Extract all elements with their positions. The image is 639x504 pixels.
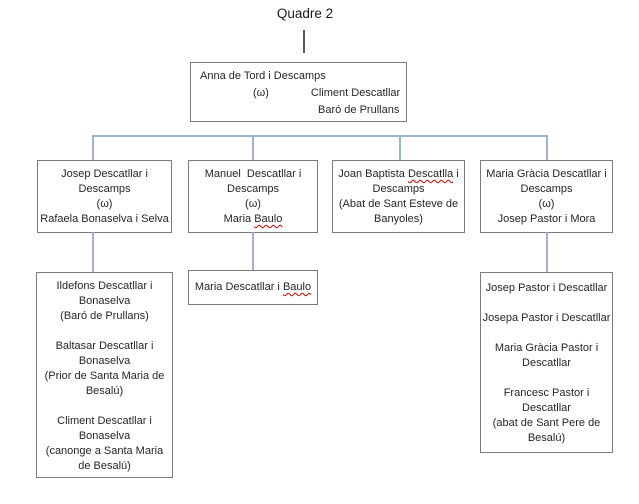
person-box-josep-descatllar: Josep Descatllar i Descamps (ω) Rafaela … [37, 160, 172, 233]
person-box-maria-gracia: Maria Gràcia Descatllar i Descamps (ω) J… [480, 160, 613, 233]
marriage-symbol: (ω) [538, 198, 555, 210]
person-name-part: Joan Baptista [338, 168, 408, 180]
blank-line [481, 296, 612, 311]
spouse-name: Rafaela Bonaselva i Selva [40, 213, 169, 225]
child-name: Josepa Pastor i Descatllar [482, 312, 611, 324]
person-name: Josep Descatllar i [61, 168, 148, 180]
misspelled-word: Baulo [282, 281, 312, 293]
child-title: (canonge a Santa Maria [45, 445, 164, 457]
child-title: (Prior de Santa Maria de [44, 370, 165, 382]
child-name: Maria Gràcia Pastor i [494, 342, 599, 354]
person-name: Joan Baptista Descatlla i [333, 167, 464, 182]
child-surname: Bonaselva [78, 430, 131, 442]
blank-line [37, 324, 172, 339]
child-name: Francesc Pastor i [503, 387, 590, 399]
person-name: Anna de Tord i Descamps [200, 70, 326, 82]
connector-drop-maria-gracia [546, 135, 548, 160]
connector-manuel-children [252, 232, 254, 270]
connector-josep-children [92, 232, 94, 272]
child-title-cont: Besalú) [85, 385, 124, 397]
person-name-part: i [453, 168, 459, 180]
person-surname: Descamps [227, 183, 279, 195]
misspelled-word: Descatlla [407, 168, 454, 180]
person-surname: Descamps [78, 183, 131, 195]
spouse-title: Baró de Prullans [318, 104, 400, 116]
child-surname: Bonaselva [78, 355, 131, 367]
child-name: Climent Descatllar i [57, 415, 152, 427]
person-name: Maria Descatllar i Baulo [189, 280, 317, 295]
child-title-cont: de Besalú) [78, 460, 131, 472]
spouse-name-part: Maria [223, 213, 255, 225]
connector-maria-gracia-children [546, 232, 548, 272]
child-surname: Descatllar [522, 402, 571, 414]
connector-drop-manuel [252, 135, 254, 160]
person-surname: Descamps [372, 183, 425, 195]
person-title-cont: Banyoles) [374, 213, 423, 225]
blank-line [37, 399, 172, 414]
spouse-name: Josep Pastor i Mora [497, 213, 596, 225]
child-title: (Baró de Prullans) [60, 310, 149, 322]
person-name-part: Maria Descatllar i [194, 281, 283, 293]
person-box-anna-de-tord: Anna de Tord i Descamps (ω) Climent Desca… [190, 62, 407, 122]
children-box-pastor: Josep Pastor i Descatllar Josepa Pastor … [480, 272, 613, 453]
marriage-symbol: (ω) [245, 198, 261, 210]
connector-drop-josep [92, 135, 94, 160]
marriage-line: (ω) Climent Descatllar [191, 85, 406, 102]
blank-line [481, 371, 612, 386]
person-box-joan-baptista: Joan Baptista Descatlla i Descamps (Abat… [332, 160, 465, 233]
connector-title-to-anna [303, 30, 305, 53]
connector-rail [92, 135, 548, 137]
child-title-cont: Besalú) [527, 432, 566, 444]
person-box-manuel-descatllar: Manuel Descatllar i Descamps (ω) Maria B… [188, 160, 318, 233]
person-title: (Abat de Sant Esteve de [338, 198, 459, 210]
children-box-bonaselva: Ildefons Descatllar i Bonaselva (Baró de… [36, 272, 173, 478]
blank-line [481, 326, 612, 341]
misspelled-word: Baulo [254, 213, 283, 225]
marriage-symbol: (ω) [96, 198, 113, 210]
connector-drop-joan [399, 135, 401, 160]
child-surname: Descatllar [522, 357, 571, 369]
child-name: Ildefons Descatllar i [56, 280, 153, 292]
person-name: Maria Gràcia Descatllar i [486, 168, 607, 180]
child-title: (abat de Sant Pere de [492, 417, 601, 429]
child-name: Josep Pastor i Descatllar [485, 282, 608, 294]
chart-title: Quadre 2 [276, 6, 334, 21]
marriage-symbol: (ω) [253, 87, 269, 99]
person-box-maria-descatllar-baulo: Maria Descatllar i Baulo [188, 270, 318, 305]
person-name: Manuel Descatllar i [204, 168, 302, 180]
spouse-name: Maria Baulo [189, 212, 317, 227]
person-surname: Descamps [520, 183, 573, 195]
child-surname: Bonaselva [78, 295, 131, 307]
spouse-name: Climent Descatllar [310, 87, 401, 99]
child-name: Baltasar Descatllar i [55, 340, 154, 352]
